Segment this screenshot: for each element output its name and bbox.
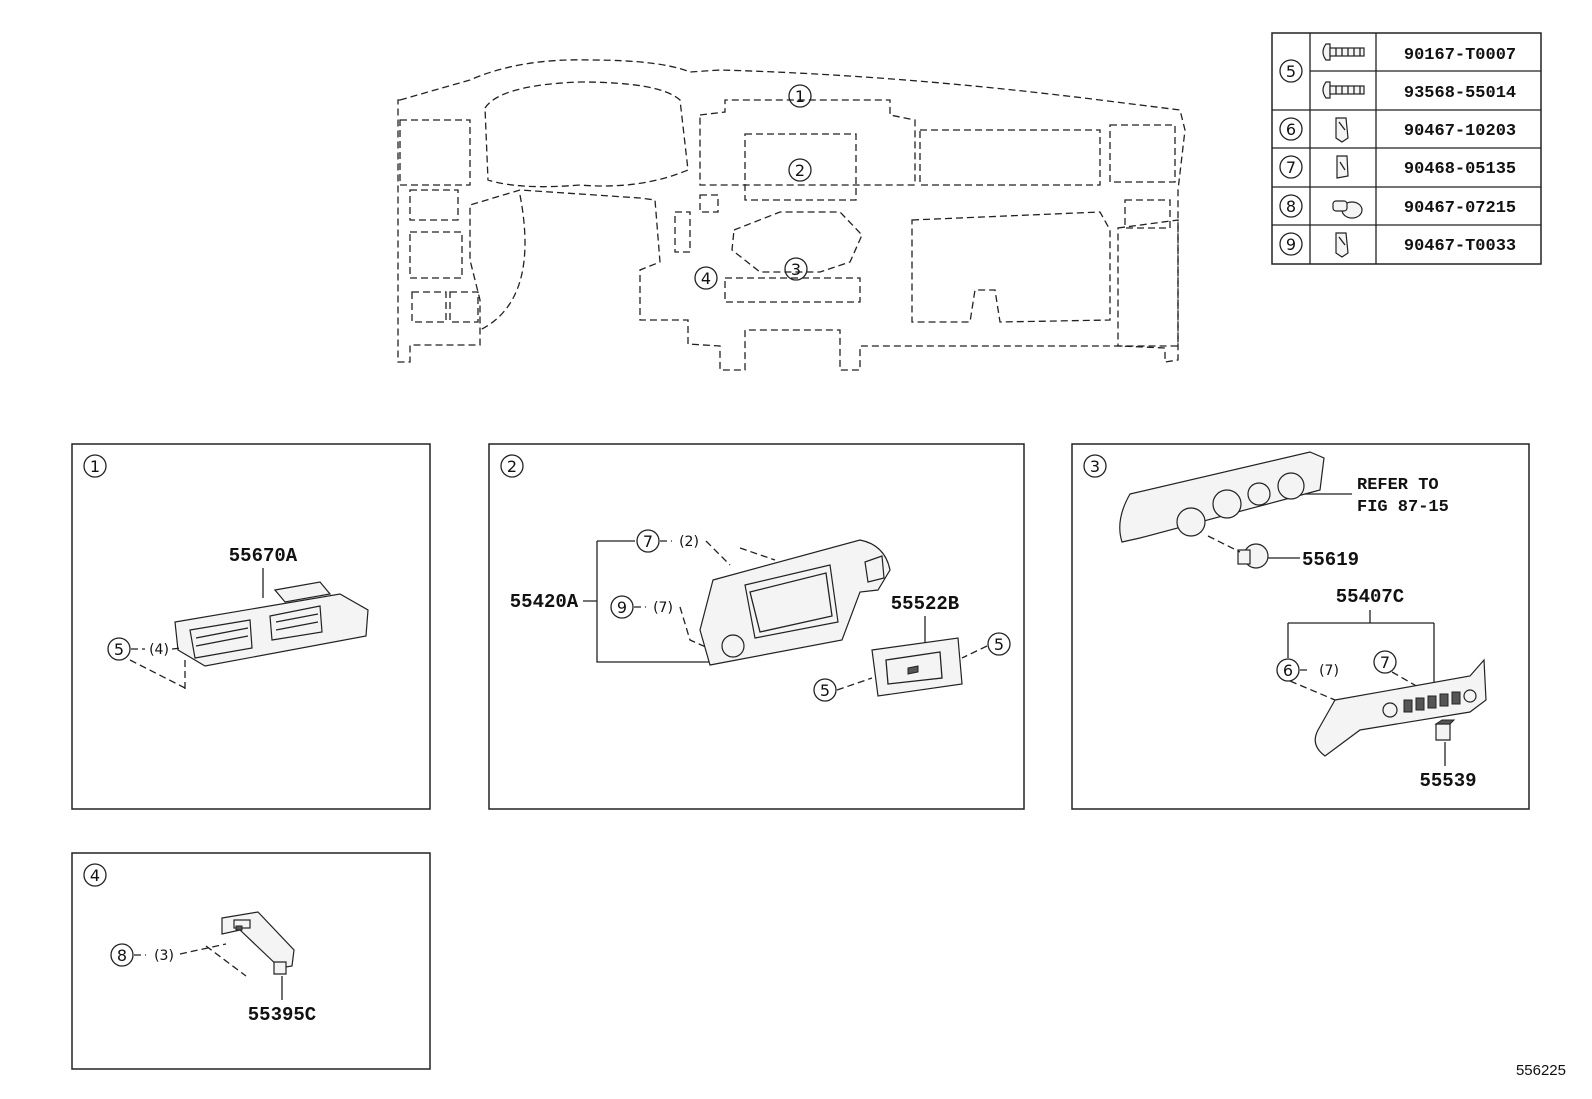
part-number: 90467-T0033 — [1404, 237, 1516, 256]
screw-icon — [1322, 43, 1365, 61]
panel-callout: 1 — [83, 454, 107, 478]
clip-icon — [1336, 155, 1349, 179]
svg-text:6: 6 — [1283, 661, 1293, 680]
display-module-illustration — [871, 637, 963, 697]
detail-panel-2: 2 55420A 7 (2) 9 (7) 55522B — [488, 443, 1025, 810]
detail-panel-3: 3 REFER TO FIG 87-15 55619 55407C 6 (7) — [1071, 443, 1530, 810]
part-label-55619: 55619 — [1302, 549, 1359, 571]
table-callout-5: 5 — [1279, 59, 1303, 83]
part-label-55420A: 55420A — [510, 591, 579, 613]
fastener-callout-5: 5 — [813, 678, 837, 702]
hvac-bezel-illustration — [1119, 451, 1325, 543]
part-label-55539: 55539 — [1419, 770, 1476, 792]
svg-text:2: 2 — [507, 457, 517, 476]
svg-text:7: 7 — [1380, 653, 1390, 672]
overview-callout-3: 3 — [784, 257, 808, 281]
push-rivet-icon — [1332, 200, 1363, 219]
table-callout-6: 6 — [1279, 117, 1303, 141]
detail-panel-4: 4 8 (3) 55395C — [71, 852, 431, 1070]
fastener-callout-7: 7 — [636, 529, 660, 553]
center-bezel-illustration — [699, 539, 891, 666]
svg-text:9: 9 — [1286, 235, 1296, 254]
svg-text:8: 8 — [117, 946, 127, 965]
svg-text:6: 6 — [1286, 120, 1296, 139]
quantity-label: (7) — [1319, 663, 1339, 679]
fastener-callout-8: 8 — [110, 943, 134, 967]
quantity-label: (3) — [154, 948, 174, 964]
part-number: 93568-55014 — [1404, 84, 1516, 103]
fastener-callout-5: 5 — [987, 632, 1011, 656]
fastener-table: 5 6 7 8 9 — [1271, 32, 1542, 265]
svg-text:1: 1 — [795, 87, 805, 106]
svg-text:2: 2 — [795, 161, 805, 180]
quantity-label: (4) — [149, 642, 169, 658]
refer-note-line2: FIG 87-15 — [1357, 498, 1449, 517]
svg-text:7: 7 — [1286, 158, 1296, 177]
fastener-callout-5: 5 — [107, 637, 131, 661]
part-number: 90467-07215 — [1404, 199, 1516, 218]
table-callout-8: 8 — [1279, 194, 1303, 218]
svg-text:5: 5 — [114, 640, 124, 659]
fastener-callout-7: 7 — [1373, 650, 1397, 674]
svg-text:4: 4 — [90, 866, 100, 885]
table-callout-7: 7 — [1279, 155, 1303, 179]
svg-text:9: 9 — [617, 598, 627, 617]
panel-callout: 4 — [83, 863, 107, 887]
svg-text:1: 1 — [90, 457, 100, 476]
switch-blank-illustration — [1434, 719, 1456, 741]
clip-icon — [1335, 232, 1349, 258]
refer-note-line1: REFER TO — [1357, 476, 1439, 495]
svg-text:3: 3 — [791, 260, 801, 279]
illustration-id: 556225 — [1515, 1062, 1566, 1079]
bracket-illustration — [221, 911, 295, 975]
svg-text:5: 5 — [820, 681, 830, 700]
svg-text:7: 7 — [643, 532, 653, 551]
overview-callout-2: 2 — [788, 158, 812, 182]
fastener-callout-6: 6 — [1276, 658, 1300, 682]
part-label-55522B: 55522B — [891, 593, 959, 615]
table-callout-9: 9 — [1279, 232, 1303, 256]
svg-text:4: 4 — [701, 269, 711, 288]
overview-callout-1: 1 — [788, 84, 812, 108]
part-number: 90467-10203 — [1404, 122, 1516, 141]
part-label-55670A: 55670A — [229, 545, 298, 567]
switch-panel-illustration — [1314, 658, 1487, 757]
svg-text:8: 8 — [1286, 197, 1296, 216]
svg-text:5: 5 — [1286, 62, 1296, 81]
knob-illustration — [1237, 543, 1269, 569]
fastener-callout-9: 9 — [610, 595, 634, 619]
part-label-55407C: 55407C — [1336, 586, 1404, 608]
dashboard-overview — [397, 59, 1186, 371]
quantity-label: (2) — [679, 534, 699, 550]
overview-callout-4: 4 — [694, 266, 718, 290]
part-number: 90468-05135 — [1404, 160, 1516, 179]
panel-callout: 2 — [500, 454, 524, 478]
part-label-55395C: 55395C — [248, 1004, 316, 1026]
svg-text:5: 5 — [994, 635, 1004, 654]
svg-text:3: 3 — [1090, 457, 1100, 476]
screw-icon — [1322, 81, 1365, 99]
clip-icon — [1335, 117, 1349, 143]
part-number: 90167-T0007 — [1404, 46, 1516, 65]
detail-panel-1: 1 55670A 5 (4) — [71, 443, 431, 810]
quantity-label: (7) — [653, 600, 673, 616]
panel-callout: 3 — [1083, 454, 1107, 478]
air-vent-illustration — [174, 581, 369, 667]
